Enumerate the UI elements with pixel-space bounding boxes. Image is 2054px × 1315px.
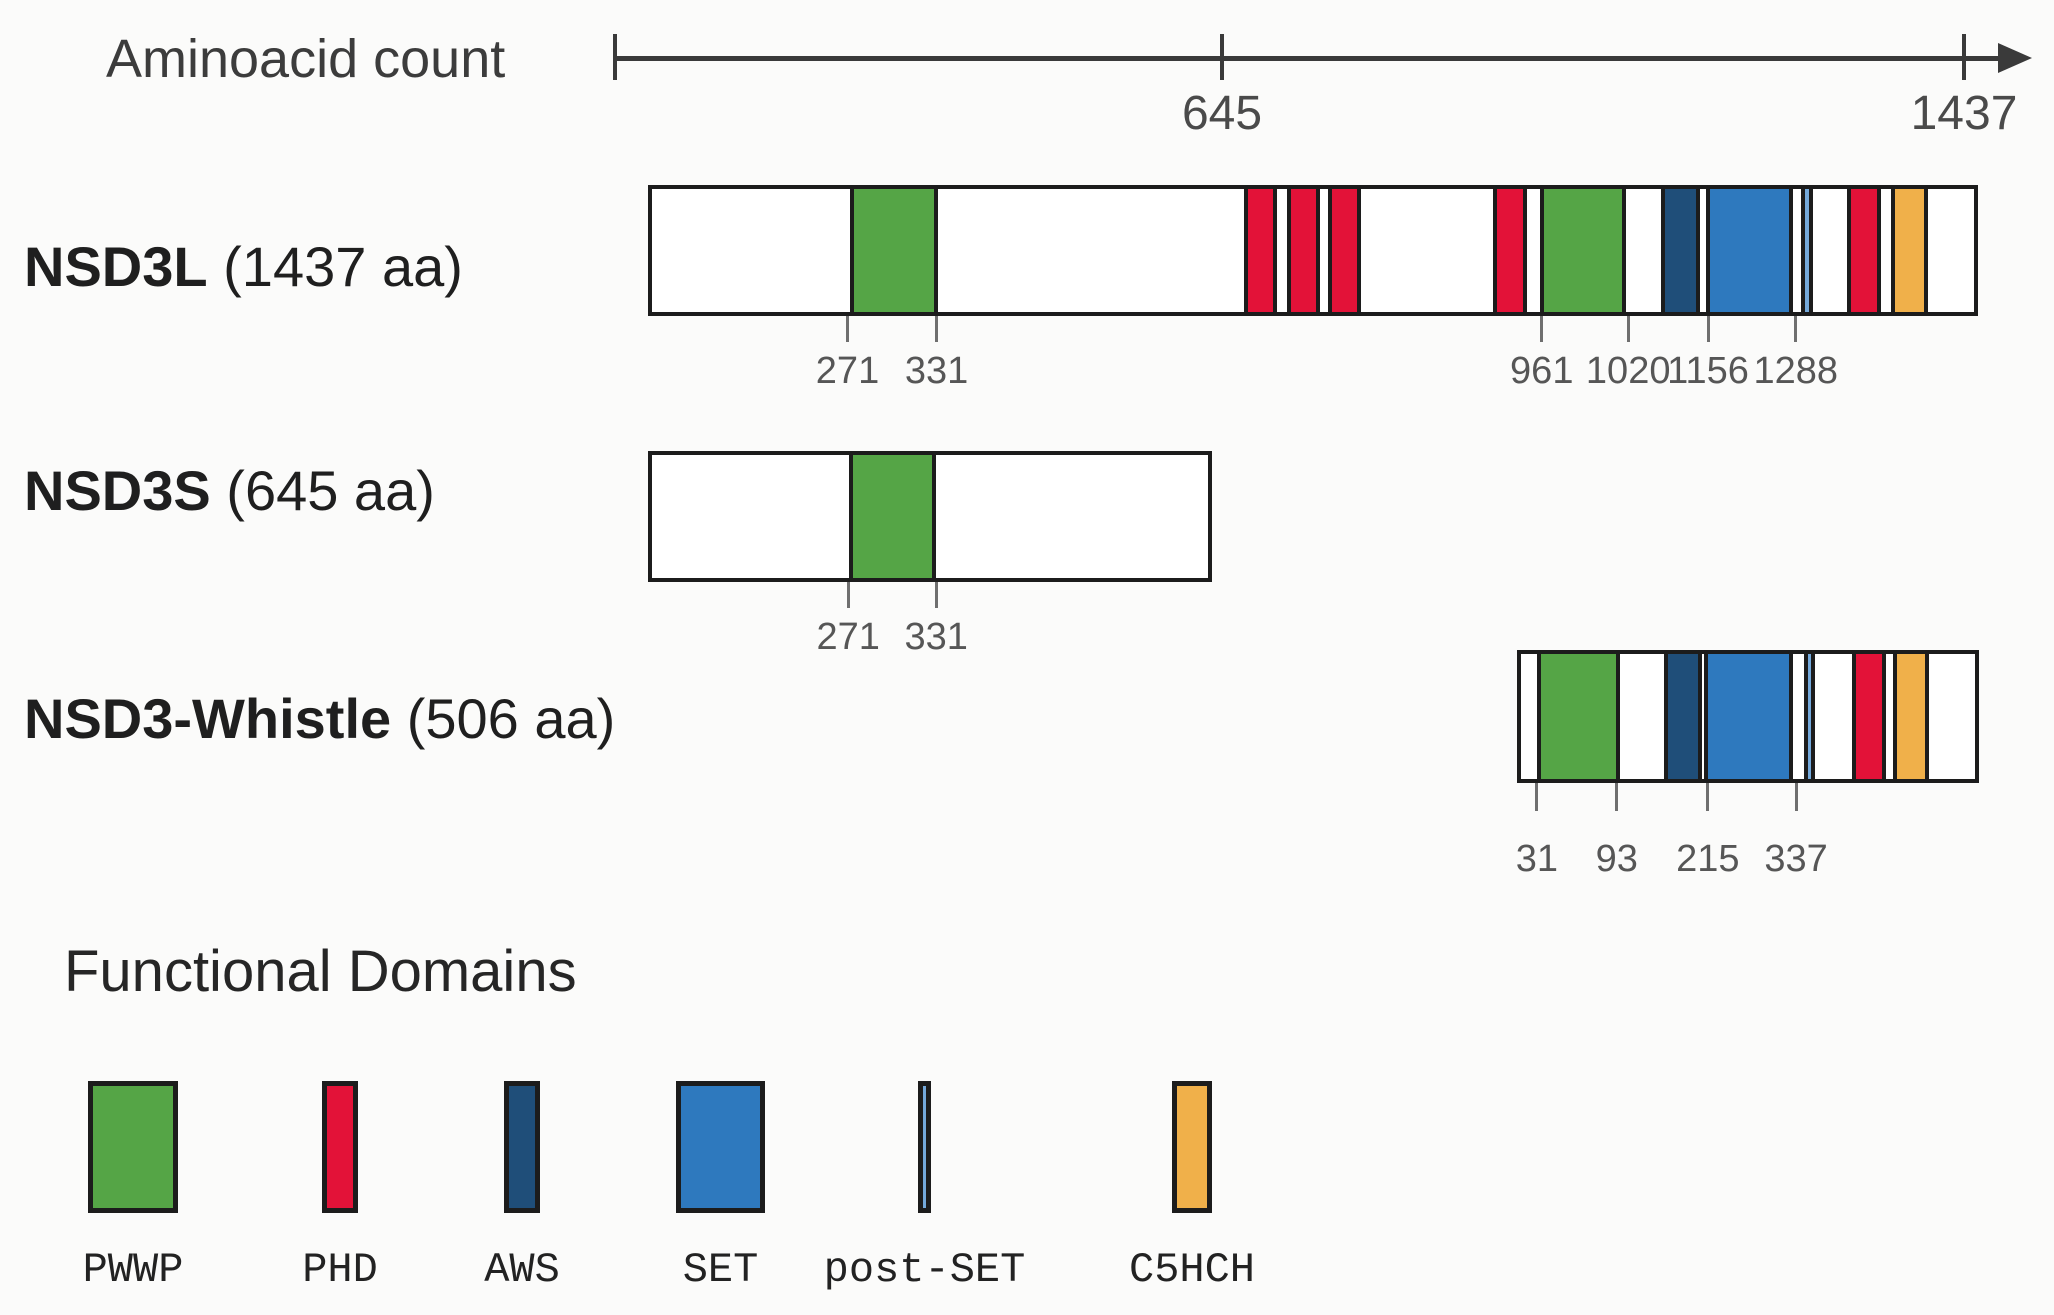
- axis-tick: [1220, 34, 1224, 80]
- legend-swatch-c5hch: [1172, 1081, 1212, 1213]
- protein-label-nsd3-whistle: NSD3-Whistle (506 aa): [24, 687, 616, 750]
- protein-length: (645 aa): [210, 459, 435, 522]
- position-tick: [934, 582, 938, 608]
- axis-tick: [1962, 34, 1966, 80]
- legend-label-post-set: post-SET: [823, 1246, 1026, 1294]
- protein-name: NSD3S: [24, 459, 211, 522]
- domain-aws: [1663, 650, 1702, 783]
- position-label: 961: [1510, 350, 1574, 392]
- legend-label-pwwp: PWWP: [82, 1246, 184, 1294]
- axis-line: [615, 56, 2000, 61]
- position-label: 1156: [1667, 350, 1749, 392]
- domain-phd: [1847, 185, 1882, 316]
- domain-c5hch: [1890, 185, 1928, 316]
- domain-aws: [1660, 185, 1701, 316]
- legend-swatch-set: [676, 1081, 765, 1213]
- position-tick: [1706, 783, 1710, 811]
- legend-label-c5hch: C5HCH: [1128, 1246, 1256, 1294]
- legend-swatch-pwwp: [88, 1081, 178, 1213]
- legend-swatch-post-set: [918, 1081, 931, 1213]
- domain-phd: [1244, 185, 1278, 316]
- position-tick: [846, 316, 849, 342]
- legend-label-set: SET: [682, 1246, 759, 1294]
- domain-pwwp: [849, 451, 937, 582]
- protein-name: NSD3L: [24, 235, 208, 298]
- domain-pwwp: [850, 185, 938, 316]
- protein-bar-nsd3l: [648, 185, 1978, 316]
- domain-phd: [1286, 185, 1320, 316]
- domain-phd: [1492, 185, 1528, 316]
- position-label: 31: [1515, 838, 1558, 880]
- legend-swatch-phd: [322, 1081, 358, 1213]
- protein-label-nsd3l: NSD3L (1437 aa): [24, 235, 463, 298]
- protein-length: (506 aa): [391, 687, 616, 750]
- domain-phd: [1327, 185, 1361, 316]
- position-label: 1020: [1585, 350, 1671, 392]
- domain-set: [1705, 185, 1793, 316]
- domain-post-set: [1803, 650, 1815, 783]
- domain-pwwp: [1536, 650, 1621, 783]
- protein-bar-nsd3s: [648, 451, 1212, 582]
- position-tick: [1794, 783, 1798, 811]
- domain-set: [1703, 650, 1794, 783]
- position-tick: [935, 316, 939, 342]
- position-label: 271: [815, 350, 880, 392]
- axis-tick-label: 645: [1181, 87, 1263, 140]
- protein-bar-nsd3-whistle: [1517, 650, 1979, 783]
- position-tick: [1540, 316, 1544, 342]
- legend-label-phd: PHD: [302, 1246, 378, 1294]
- domain-pwwp: [1540, 185, 1627, 316]
- domain-post-set: [1800, 185, 1814, 316]
- axis-title: Aminoacid count: [106, 29, 506, 89]
- position-tick: [1626, 316, 1630, 342]
- protein-length: (1437 aa): [207, 235, 463, 298]
- legend-swatch-aws: [504, 1081, 540, 1213]
- legend-title: Functional Domains: [64, 939, 577, 1004]
- position-label: 331: [904, 616, 968, 658]
- position-tick: [846, 582, 850, 608]
- protein-name: NSD3-Whistle: [24, 687, 392, 750]
- position-tick: [1706, 316, 1710, 342]
- position-label: 337: [1764, 838, 1828, 880]
- position-label: 271: [816, 616, 880, 658]
- axis-arrowhead: [1998, 43, 2032, 73]
- protein-label-nsd3s: NSD3S (645 aa): [24, 459, 435, 522]
- axis-tick: [613, 34, 617, 80]
- position-tick: [1535, 783, 1539, 811]
- position-tick: [1794, 316, 1798, 342]
- domain-phd: [1851, 650, 1886, 783]
- position-label: 93: [1595, 838, 1638, 880]
- position-label: 331: [904, 350, 969, 392]
- legend-label-aws: AWS: [484, 1246, 560, 1294]
- domain-c5hch: [1893, 650, 1929, 783]
- position-label: 1288: [1753, 350, 1839, 392]
- position-tick: [1615, 783, 1619, 811]
- position-label: 215: [1676, 838, 1740, 880]
- axis-tick-label: 1437: [1910, 87, 2018, 140]
